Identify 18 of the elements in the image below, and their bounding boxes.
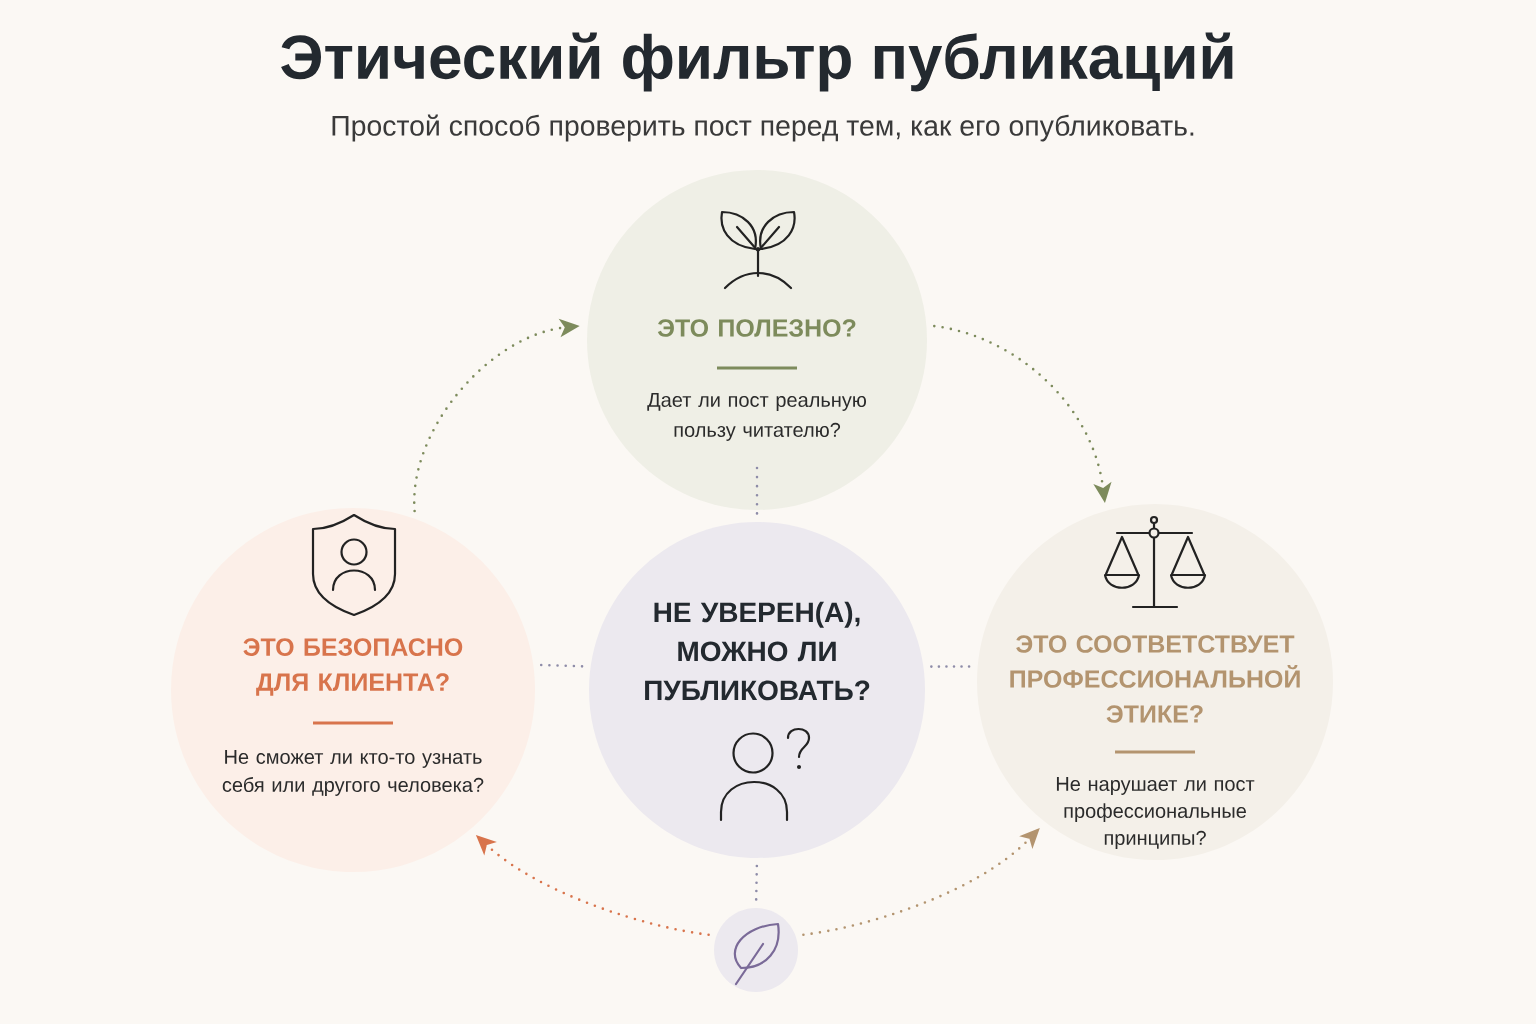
dotted-line bbox=[755, 466, 759, 516]
question-text: Не сможет ли кто-то узнать себя или другого человека? bbox=[222, 750, 484, 796]
question-circle bbox=[587, 170, 927, 510]
leaf-circle bbox=[714, 908, 798, 992]
title: Этический фильтр публикаций bbox=[281, 32, 1233, 92]
question-text: Дает ли пост реальную пользу читателю? bbox=[647, 393, 866, 441]
question-circle bbox=[977, 504, 1333, 860]
question-text: Не нарушает ли пост профессиональные принципы? bbox=[1056, 777, 1255, 849]
dotted-line bbox=[754, 864, 759, 902]
heading: ЭТО ПОЛЕЗНО? bbox=[657, 319, 856, 337]
question-circle bbox=[171, 508, 535, 872]
heading: НЕ УВЕРЕН(А), МОЖНО ЛИ ПУБЛИКОВАТЬ? bbox=[645, 601, 870, 701]
subtitle: Простой способ проверить пост перед тем, как его опубликовать. bbox=[332, 114, 1194, 142]
dotted-line bbox=[539, 663, 584, 668]
heading: ЭТО СООТВЕТСТВУЕТ ПРОФЕССИОНАЛЬНОЙ ЭТИКЕ? bbox=[1010, 635, 1300, 723]
central-circle bbox=[589, 522, 925, 858]
dotted-line bbox=[930, 665, 971, 668]
heading: ЭТО БЕЗОПАСНО ДЛЯ КЛИЕНТА? bbox=[243, 638, 463, 696]
